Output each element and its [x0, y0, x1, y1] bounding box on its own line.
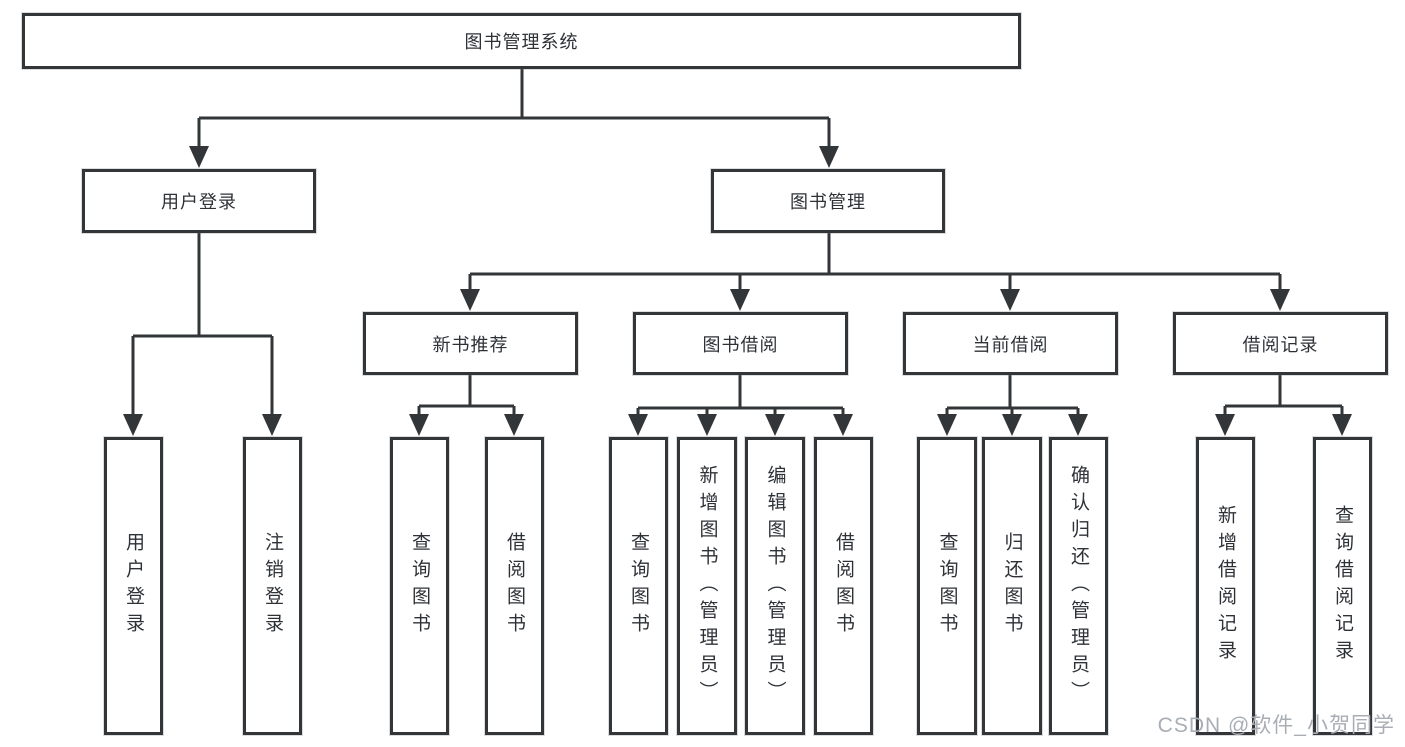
leaf-add-book-admin-label: 新增图书（管理员）	[696, 464, 718, 708]
node-root-label: 图书管理系统	[464, 32, 579, 52]
leaf-user-login: 用户登录	[104, 437, 163, 735]
node-user-login-label: 用户登录	[161, 192, 237, 212]
leaf-confirm-return-admin-label: 确认归还（管理员）	[1068, 464, 1089, 708]
connector-root-to-level2	[197, 69, 831, 150]
connector-borrow-records-split	[1223, 375, 1344, 418]
leaf-borrow-books-2-label: 借阅图书	[833, 532, 854, 640]
node-book-management: 图书管理	[711, 169, 945, 233]
node-borrow-records: 借阅记录	[1173, 312, 1388, 375]
leaf-query-borrow-record-label: 查询借阅记录	[1332, 505, 1353, 667]
leaf-query-books-1: 查询图书	[390, 437, 449, 735]
leaf-confirm-return-admin: 确认归还（管理员）	[1049, 437, 1108, 735]
node-new-book-recommend-label: 新书推荐	[432, 334, 509, 355]
leaf-borrow-books-2: 借阅图书	[814, 437, 873, 735]
leaf-add-book-admin: 新增图书（管理员）	[677, 437, 737, 735]
leaf-query-books-2-label: 查询图书	[628, 532, 649, 640]
connector-new-book-split	[417, 375, 516, 418]
connector-book-borrow-split	[636, 375, 845, 418]
leaf-edit-book-admin-label: 编辑图书（管理员）	[764, 464, 786, 708]
leaf-query-books-3-label: 查询图书	[936, 532, 958, 640]
csdn-watermark: CSDN @软件_小贺同学	[1157, 714, 1395, 737]
leaf-return-book-label: 归还图书	[1001, 532, 1023, 640]
leaf-query-borrow-record: 查询借阅记录	[1313, 437, 1372, 735]
node-current-borrow-label: 当前借阅	[972, 334, 1049, 355]
leaf-borrow-books-1-label: 借阅图书	[504, 532, 525, 640]
leaf-user-login-label: 用户登录	[123, 532, 144, 640]
leaf-add-borrow-record-label: 新增借阅记录	[1215, 505, 1236, 667]
connector-book-mgmt-split	[468, 233, 1282, 293]
leaf-query-books-2: 查询图书	[609, 437, 668, 735]
leaf-logout: 注销登录	[243, 437, 302, 735]
leaf-logout-label: 注销登录	[262, 532, 283, 640]
node-current-borrow: 当前借阅	[903, 312, 1118, 375]
leaf-edit-book-admin: 编辑图书（管理员）	[745, 437, 805, 735]
connector-current-borrow-split	[945, 375, 1080, 418]
node-root: 图书管理系统	[22, 13, 1021, 69]
leaf-query-books-1-label: 查询图书	[409, 532, 430, 640]
node-user-login: 用户登录	[82, 169, 316, 233]
leaf-borrow-books-1: 借阅图书	[485, 437, 544, 735]
leaf-query-books-3: 查询图书	[917, 437, 977, 735]
connector-user-login-split	[131, 233, 274, 418]
leaf-add-borrow-record: 新增借阅记录	[1196, 437, 1255, 735]
node-book-borrow-label: 图书借阅	[702, 334, 779, 355]
leaf-return-book: 归还图书	[982, 437, 1042, 735]
node-borrow-records-label: 借阅记录	[1242, 334, 1319, 355]
node-book-management-label: 图书管理	[790, 192, 866, 212]
node-new-book-recommend: 新书推荐	[363, 312, 578, 375]
node-book-borrow: 图书借阅	[633, 312, 848, 375]
